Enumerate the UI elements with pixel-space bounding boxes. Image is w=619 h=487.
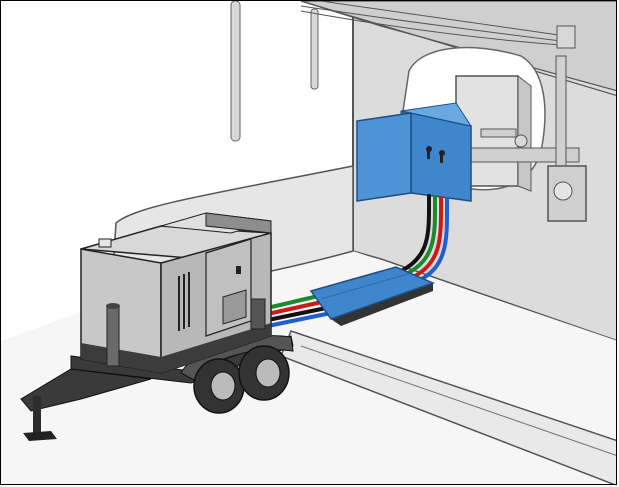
overhead-wires bbox=[300, 1, 567, 46]
base-band-front bbox=[81, 343, 161, 373]
pipe-right bbox=[310, 8, 319, 90]
cable-black-riser bbox=[399, 194, 432, 273]
cable-protector bbox=[309, 266, 436, 326]
ceiling-beam bbox=[300, 1, 616, 92]
power-cables bbox=[261, 194, 450, 329]
control-panel bbox=[222, 289, 247, 325]
generator bbox=[80, 212, 272, 375]
base-band-side bbox=[161, 323, 271, 373]
vent-grille-icon bbox=[178, 272, 190, 331]
jack-stand bbox=[33, 396, 41, 434]
transfer-switch bbox=[356, 102, 473, 202]
knockout bbox=[514, 134, 528, 148]
exhaust-pipe bbox=[106, 305, 120, 367]
cable-blue-run bbox=[261, 311, 333, 329]
switch-handle-left-icon bbox=[426, 146, 432, 159]
switch-box-top bbox=[400, 102, 473, 127]
cable-black-run bbox=[261, 305, 333, 323]
cable-green-riser bbox=[404, 195, 438, 276]
wheel-rear-icon bbox=[238, 345, 290, 401]
curb-line bbox=[300, 345, 616, 456]
generator-trailer bbox=[20, 335, 294, 441]
switch-door-open bbox=[356, 112, 412, 202]
trailer-tongue bbox=[20, 368, 152, 412]
door-handle bbox=[236, 266, 241, 274]
wheel-front-icon bbox=[193, 358, 245, 414]
conduit-stub bbox=[480, 128, 517, 138]
breaker-box-side bbox=[517, 74, 532, 192]
ramp-top bbox=[309, 266, 436, 320]
ceiling-utilities bbox=[230, 1, 567, 142]
pipe-left bbox=[230, 1, 241, 142]
cable-blue-riser bbox=[414, 197, 450, 284]
jack-foot bbox=[23, 431, 57, 441]
cable-red-riser bbox=[409, 196, 444, 280]
ramp-ridge bbox=[320, 272, 412, 300]
output-terminal bbox=[250, 298, 266, 330]
meter-dial bbox=[553, 181, 573, 201]
ramp-shadow bbox=[331, 283, 433, 326]
junction-box-top bbox=[556, 25, 576, 49]
lift-eye bbox=[98, 238, 112, 248]
switch-handle-right-icon bbox=[439, 150, 445, 163]
exhaust-cap bbox=[106, 303, 120, 309]
hood-face bbox=[205, 212, 272, 234]
